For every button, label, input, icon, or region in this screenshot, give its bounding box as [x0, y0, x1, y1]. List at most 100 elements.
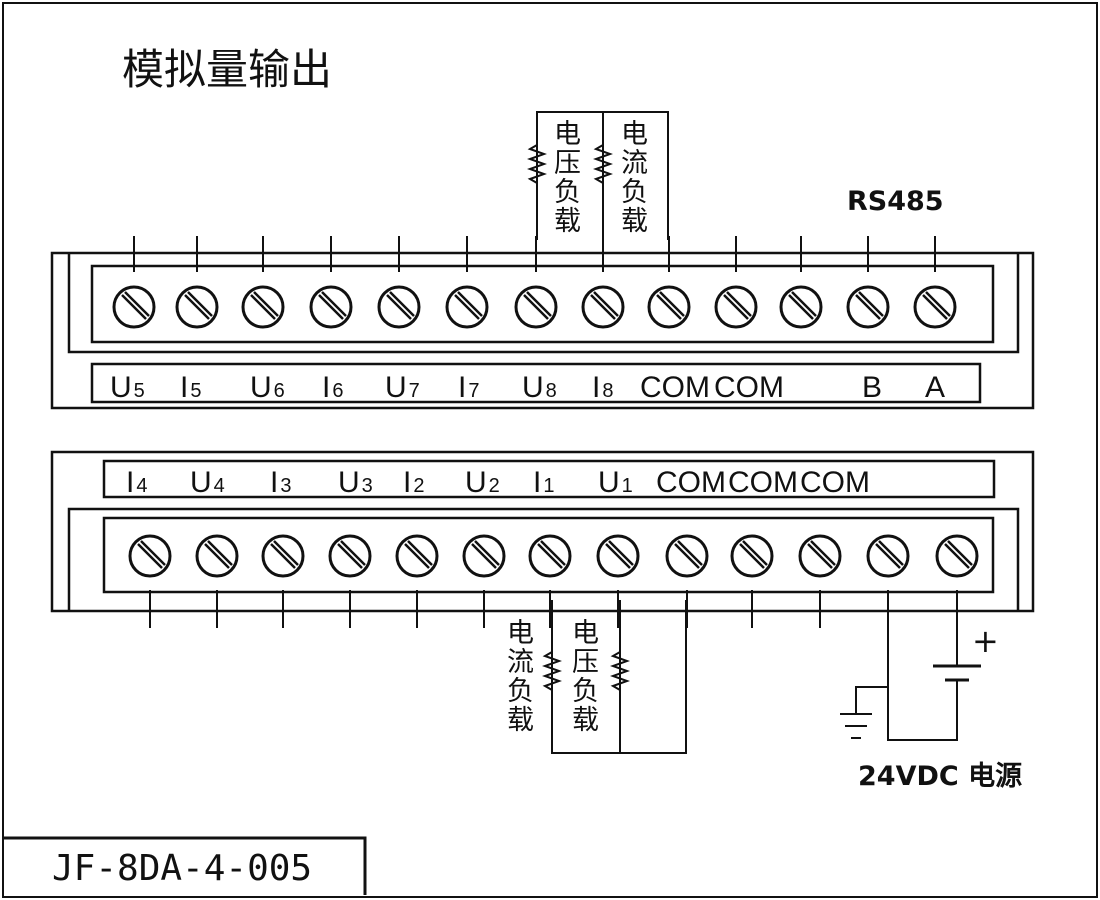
screw-terminal-bottom: [730, 534, 774, 578]
screw-terminal-bottom: [462, 534, 506, 578]
screw-terminal-top: [112, 285, 156, 329]
screw-terminal-bottom: [261, 534, 305, 578]
terminal-subscript: 3: [280, 475, 291, 497]
terminal-subscript: 5: [190, 380, 201, 402]
resistor-symbol-top-1: [527, 138, 547, 190]
top-lead-wires: [133, 236, 936, 272]
terminal-subscript: 4: [136, 475, 147, 497]
screw-terminal-top: [647, 285, 691, 329]
terminal-subscript: 1: [622, 475, 633, 497]
terminal-subscript: 8: [602, 380, 613, 402]
top-terminal-block: [50, 236, 1035, 410]
terminal-subscript: 1: [543, 475, 554, 497]
page-title: 模拟量输出: [122, 45, 332, 94]
resistor-symbol-bottom-2: [610, 645, 630, 697]
current-load-label-bottom: 电流负载: [507, 618, 534, 736]
terminal-subscript: 2: [489, 475, 500, 497]
screw-terminal-top: [241, 285, 285, 329]
voltage-load-label-top: 电压负载: [554, 119, 581, 237]
terminal-label-top: A: [925, 371, 945, 404]
screw-terminal-top: [714, 285, 758, 329]
load-label-text: 电压负载: [554, 119, 581, 237]
screw-terminal-top: [445, 285, 489, 329]
terminal-subscript: 8: [546, 380, 557, 402]
terminal-subscript: 6: [274, 380, 285, 402]
bottom-screw-row: [128, 534, 979, 578]
terminal-label-bottom: COM: [800, 466, 870, 499]
ground-wire: [855, 686, 888, 714]
top-screw-row: [112, 285, 957, 329]
load-label-text: 电流负载: [621, 119, 648, 237]
screw-terminal-bottom: [195, 534, 239, 578]
bottom-terminal-block: [50, 450, 1035, 628]
bottom-label-strip: [102, 459, 996, 499]
rs485-label: RS485: [847, 186, 944, 217]
current-load-loop-bottom: [551, 600, 621, 754]
screw-terminal-bottom: [328, 534, 372, 578]
screw-terminal-top: [913, 285, 957, 329]
resistor-symbol-bottom-1: [542, 645, 562, 697]
top-block-inner-rail: [67, 253, 1020, 354]
screw-terminal-bottom: [395, 534, 439, 578]
screw-terminal-top: [309, 285, 353, 329]
load-label-text: 电流负载: [507, 618, 534, 736]
plus-sign: +: [972, 622, 999, 660]
terminal-label-top: COM: [714, 371, 784, 404]
terminal-subscript: 3: [362, 475, 373, 497]
resistor-symbol-top-2: [593, 138, 613, 190]
top-load-wiring: 电压负载 电流负载: [527, 111, 669, 240]
terminal-subscript: 6: [332, 380, 343, 402]
terminal-subscript: 4: [214, 475, 225, 497]
terminal-label-top: B: [862, 371, 882, 404]
terminal-subscript: 7: [409, 380, 420, 402]
power-loop: [887, 600, 958, 741]
screw-terminal-top: [581, 285, 625, 329]
terminal-label-bottom: COM: [728, 466, 798, 499]
screw-terminal-top: [779, 285, 823, 329]
screw-terminal-top: [514, 285, 558, 329]
load-label-text: 电压负载: [572, 618, 599, 736]
terminal-label-top: COM: [640, 371, 710, 404]
power-supply-wiring: + 24VDC 电源: [840, 600, 1022, 792]
screw-terminal-bottom: [128, 534, 172, 578]
screw-terminal-bottom: [866, 534, 910, 578]
bottom-load-wiring: 电流负载 电压负载: [507, 600, 687, 754]
current-load-label-top: 电流负载: [621, 119, 648, 237]
terminal-label-bottom: COM: [656, 466, 726, 499]
voltage-load-loop-bottom: [620, 600, 687, 754]
top-label-strip: [90, 362, 982, 404]
voltage-load-label-bottom: 电压负载: [572, 618, 599, 736]
terminal-subscript: 2: [413, 475, 424, 497]
model-box: [3, 836, 367, 895]
screw-terminal-bottom: [935, 534, 979, 578]
screw-terminal-top: [377, 285, 421, 329]
screw-terminal-bottom: [596, 534, 640, 578]
bottom-block-inner-rail: [67, 507, 1020, 611]
screw-terminal-top: [175, 285, 219, 329]
model-number: JF-8DA-4-005: [52, 848, 312, 889]
screw-terminal-bottom: [798, 534, 842, 578]
screw-terminal-top: [846, 285, 890, 329]
screw-terminal-bottom: [665, 534, 709, 578]
power-supply-label: 24VDC 电源: [858, 761, 1022, 792]
screw-terminal-bottom: [528, 534, 572, 578]
terminal-subscript: 7: [468, 380, 479, 402]
